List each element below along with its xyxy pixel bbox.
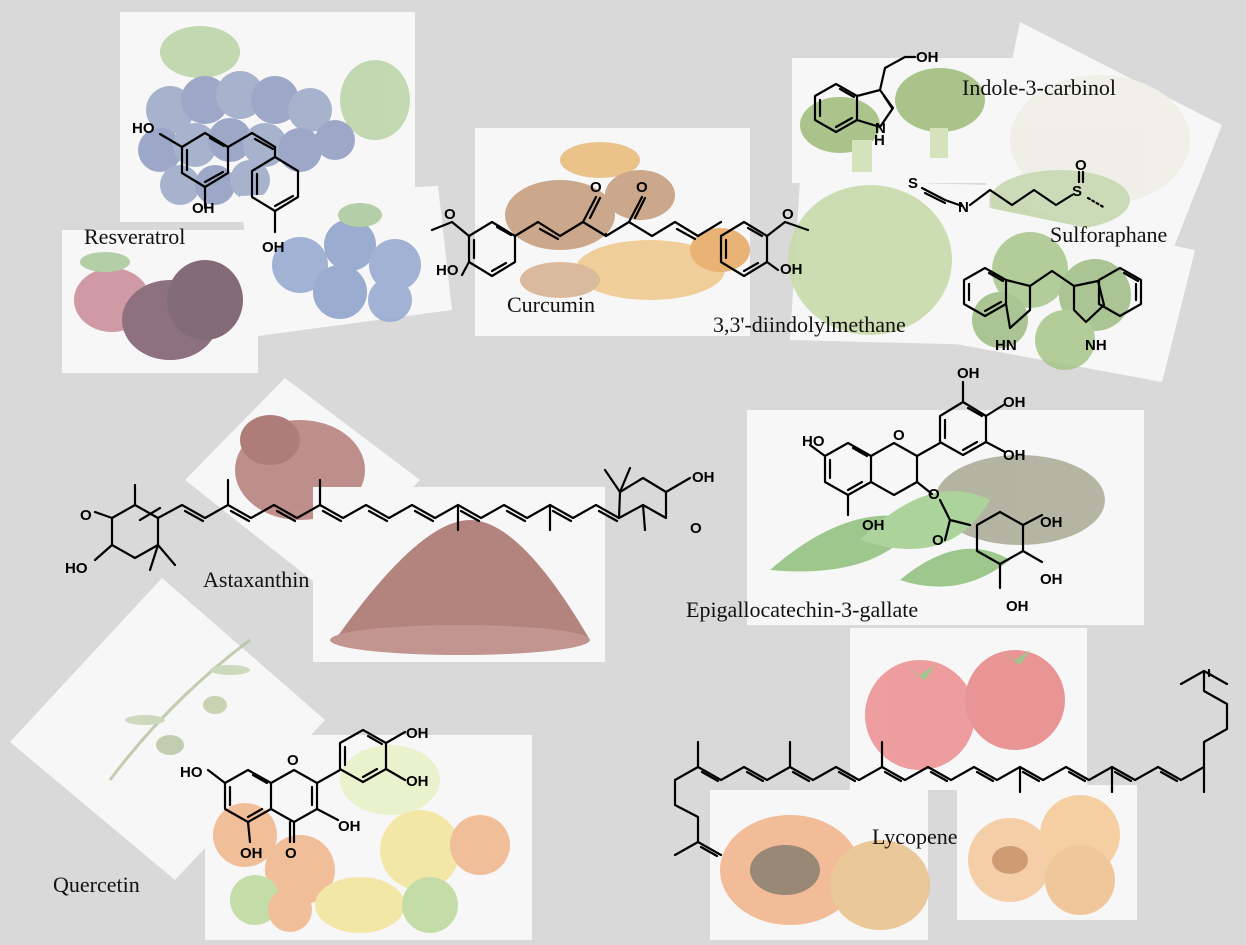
- mulberries-image: [74, 252, 243, 360]
- lycopene-label: Lycopene: [872, 824, 958, 849]
- egcg-o-carbonyl: O: [932, 532, 944, 549]
- resveratrol-structure: HO OH OH: [132, 120, 300, 256]
- resveratrol-oh-label: OH: [192, 200, 215, 217]
- quercetin-photo-group: [10, 578, 532, 940]
- sulforaphane-o-label: O: [1075, 157, 1087, 174]
- papaya-image: [720, 815, 930, 930]
- olive-card: [10, 578, 325, 880]
- quercetin-oh-5: OH: [240, 845, 263, 862]
- dim-benzene-right: [1097, 266, 1143, 318]
- egcg-oh-5: OH: [1040, 514, 1063, 531]
- dim-hn-label: HN: [995, 337, 1017, 354]
- quercetin-label: Quercetin: [53, 872, 140, 897]
- quercetin-oh-3: OH: [338, 818, 361, 835]
- egcg-oh-3: OH: [1003, 447, 1026, 464]
- curcumin-ho-label: HO: [436, 262, 459, 279]
- lycopene-structure: [673, 668, 1229, 858]
- quercetin-ho-label: HO: [180, 764, 203, 781]
- dim-nh-label: NH: [1085, 337, 1107, 354]
- dim-structure: HN NH: [962, 266, 1143, 354]
- curcumin-ome-left: O: [444, 206, 456, 223]
- egcg-oh-4: OH: [862, 517, 885, 534]
- resveratrol-oh-label-2: OH: [262, 239, 285, 256]
- indole3carbinol-structure: OH H N: [813, 49, 939, 149]
- astaxanthin-structure: O HO OH O: [65, 466, 715, 577]
- apricot-image: [968, 795, 1120, 915]
- diindolylmethane-label: 3,3'-diindolylmethane: [713, 312, 906, 337]
- astaxanthin-oh-label: OH: [692, 469, 715, 486]
- i3c-n-label: N: [875, 120, 886, 137]
- astaxanthin-powder-image: [330, 520, 590, 655]
- lycopene-photo-group: [710, 628, 1137, 940]
- sulforaphane-structure: S N S O: [908, 157, 1107, 216]
- curcumin-oh-label: OH: [780, 261, 803, 278]
- curcumin-label: Curcumin: [507, 292, 595, 317]
- curcumin-o-label-2: O: [636, 179, 648, 196]
- curcumin-o-label-1: O: [590, 179, 602, 196]
- astaxanthin-ho-label: HO: [65, 560, 88, 577]
- indole3carbinol-label: Indole-3-carbinol: [962, 75, 1116, 100]
- sulforaphane-s2-label: S: [1072, 183, 1082, 200]
- quercetin-oh-3p: OH: [406, 725, 429, 742]
- egcg-o-ester: O: [928, 486, 940, 503]
- tomato-image: [865, 650, 1065, 770]
- resveratrol-label: Resveratrol: [84, 224, 186, 249]
- quercetin-oh-4p: OH: [406, 773, 429, 790]
- sulforaphane-label: Sulforaphane: [1050, 222, 1168, 247]
- curcumin-ome-right: O: [782, 206, 794, 223]
- crucifer-photo-group: [788, 22, 1222, 382]
- egcg-oh-1: OH: [957, 365, 980, 382]
- quercetin-structure: HO O OH O OH OH OH: [180, 725, 429, 862]
- egcg-ho-label: HO: [802, 433, 825, 450]
- i3c-oh-label: OH: [916, 49, 939, 66]
- astaxanthin-photo-group: [185, 378, 605, 662]
- olive-image: [108, 638, 251, 781]
- resveratrol-photo-group: [62, 12, 452, 373]
- blueberries-image: [272, 203, 421, 322]
- astaxanthin-o-right: O: [690, 520, 702, 537]
- tea-image: [770, 455, 1105, 587]
- sulforaphane-s-label: S: [908, 175, 918, 192]
- astaxanthin-label: Astaxanthin: [203, 567, 310, 592]
- cauliflower-image: [990, 75, 1190, 230]
- resveratrol-ho-label: HO: [132, 120, 155, 137]
- egcg-ring-o: O: [893, 427, 905, 444]
- brussels-image: [972, 232, 1131, 370]
- egcg-oh-2: OH: [1003, 394, 1026, 411]
- egcg-label: Epigallocatechin-3-gallate: [686, 597, 919, 622]
- egcg-oh-7: OH: [1006, 598, 1029, 615]
- egcg-oh-6: OH: [1040, 571, 1063, 588]
- i3c-h-label: H: [874, 132, 885, 149]
- turmeric-image: [505, 142, 750, 300]
- citrus-image: [213, 745, 510, 933]
- quercetin-ring-o: O: [287, 752, 299, 769]
- sulforaphane-n-label: N: [958, 199, 969, 216]
- curcumin-structure: O O O HO O OH: [430, 179, 810, 279]
- astaxanthin-o-left: O: [80, 507, 92, 524]
- cabbage-image: [788, 185, 952, 335]
- quercetin-carbonyl-o: O: [285, 845, 297, 862]
- egcg-structure: HO OH OH OH OH O O OH OH OH O: [802, 365, 1063, 615]
